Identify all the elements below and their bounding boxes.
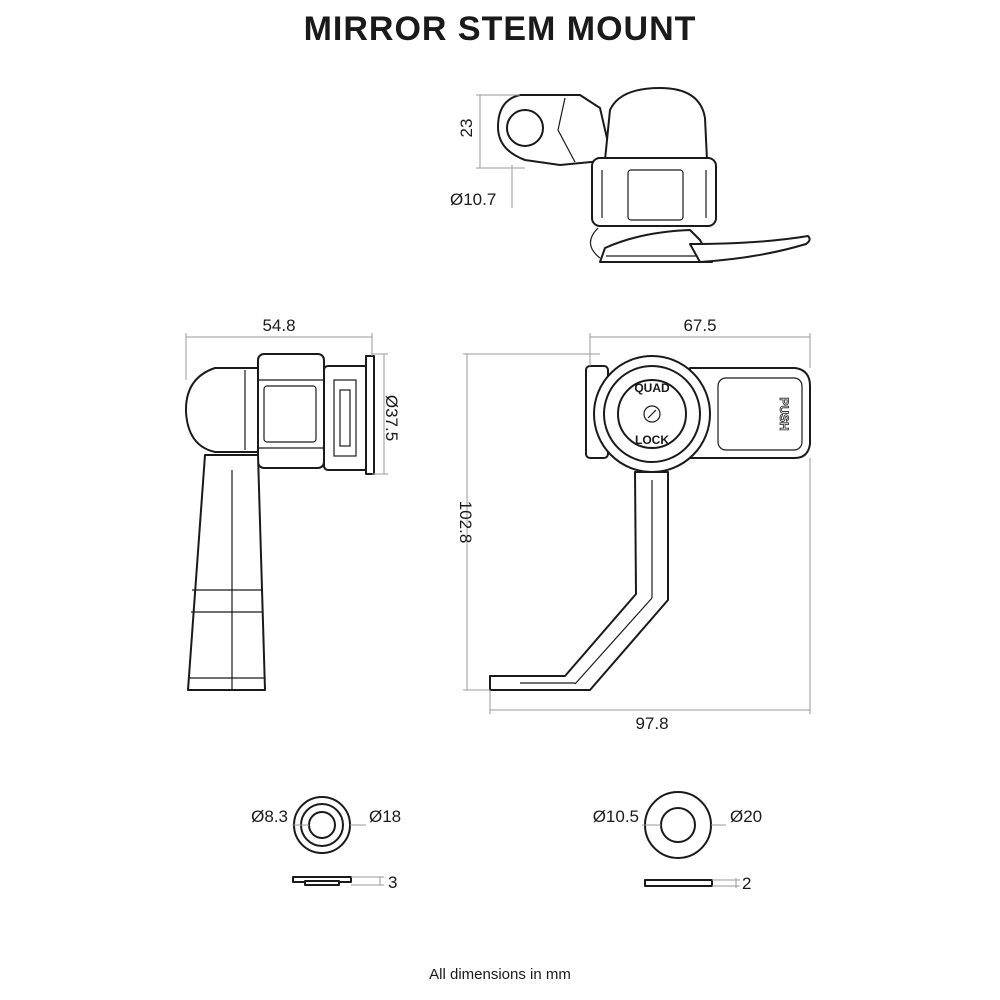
front-view-push-label: PUSH — [777, 397, 791, 430]
front-view-stem-bend — [574, 597, 653, 685]
dim-label-side-width: 54.8 — [262, 316, 295, 335]
top-view-lever — [689, 235, 811, 263]
washer-large: Ø10.5 Ø20 2 — [593, 791, 762, 893]
side-view-lock-face — [263, 385, 317, 443]
top-view-lock-face — [627, 169, 684, 221]
dim-label-top-height: 23 — [457, 119, 476, 138]
side-view-mount-flange — [365, 355, 375, 475]
top-view-dome — [604, 87, 708, 161]
front-view-lock-screw-slot — [647, 409, 657, 419]
front-view-push-lever — [689, 367, 811, 459]
top-view: 23 Ø10.7 — [450, 87, 811, 263]
front-view-lock-screw — [643, 405, 661, 423]
top-view-lock-body — [591, 157, 717, 227]
dim-label-front-top-width: 67.5 — [683, 316, 716, 335]
dim-label-top-hole: Ø10.7 — [450, 190, 496, 209]
dim-label-front-height: 102.8 — [456, 501, 475, 544]
side-view-dome — [184, 367, 263, 453]
dim-label-small-outer: Ø18 — [369, 807, 401, 826]
top-view-stem-hole — [506, 109, 544, 147]
dim-label-small-thickness: 3 — [388, 873, 397, 892]
washer-small: Ø8.3 Ø18 3 — [251, 796, 401, 892]
washer-large-profile — [644, 879, 713, 887]
side-view: 54.8 Ø37.5 — [184, 316, 401, 691]
washer-small-profile-boss — [304, 880, 340, 886]
front-view: PUSH QUAD LOCK 67.5 102.8 97.8 — [456, 316, 811, 733]
dim-label-large-outer: Ø20 — [730, 807, 762, 826]
dim-label-side-diameter: Ø37.5 — [382, 395, 401, 441]
dim-label-large-inner: Ø10.5 — [593, 807, 639, 826]
side-view-mount-slot — [333, 379, 357, 457]
drawing-title: MIRROR STEM MOUNT — [303, 10, 697, 48]
dim-label-large-thickness: 2 — [742, 874, 751, 893]
top-view-stem-edge — [557, 97, 576, 163]
side-view-mount-plate — [323, 365, 369, 471]
side-view-lock-body — [257, 353, 325, 469]
top-view-tether — [589, 227, 601, 259]
dim-label-front-bottom-width: 97.8 — [635, 714, 668, 733]
front-view-logo-top: QUAD — [634, 381, 670, 395]
washer-small-hole — [308, 811, 336, 839]
front-view-logo-bottom: LOCK — [635, 433, 669, 447]
units-note: All dimensions in mm — [429, 966, 571, 983]
front-view-lever-pad — [717, 377, 803, 451]
washer-large-hole — [660, 807, 696, 843]
top-view-base-plate — [599, 229, 713, 263]
dim-label-small-inner: Ø8.3 — [251, 807, 288, 826]
side-view-mount-inner — [339, 389, 351, 447]
front-view-stem — [489, 471, 669, 691]
side-view-stem — [187, 454, 266, 691]
